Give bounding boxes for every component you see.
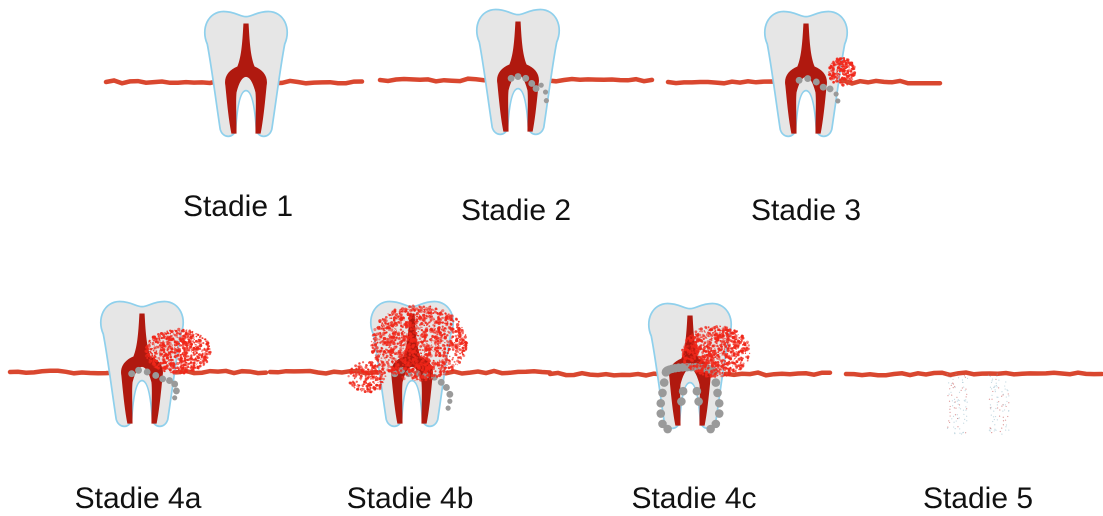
stage-label-5: Stadie 5 [923,484,1033,514]
tooth-1 [205,11,287,136]
stage-label-4a: Stadie 4a [75,484,202,514]
ghost-roots [947,373,1010,434]
tooth-4 [101,301,212,426]
tooth-6 [649,303,750,433]
stage-label-4c: Stadie 4c [631,484,756,514]
stage-label-1: Stadie 1 [183,192,293,222]
tooth-3 [765,11,856,136]
stage-label-4b: Stadie 4b [347,484,474,514]
gum-line-7 [846,373,1102,376]
tooth-7 [947,373,1010,434]
stage-label-2: Stadie 2 [461,196,571,226]
stage-label-3: Stadie 3 [751,196,861,226]
tooth-5 [347,301,468,426]
tooth-2 [477,9,559,134]
